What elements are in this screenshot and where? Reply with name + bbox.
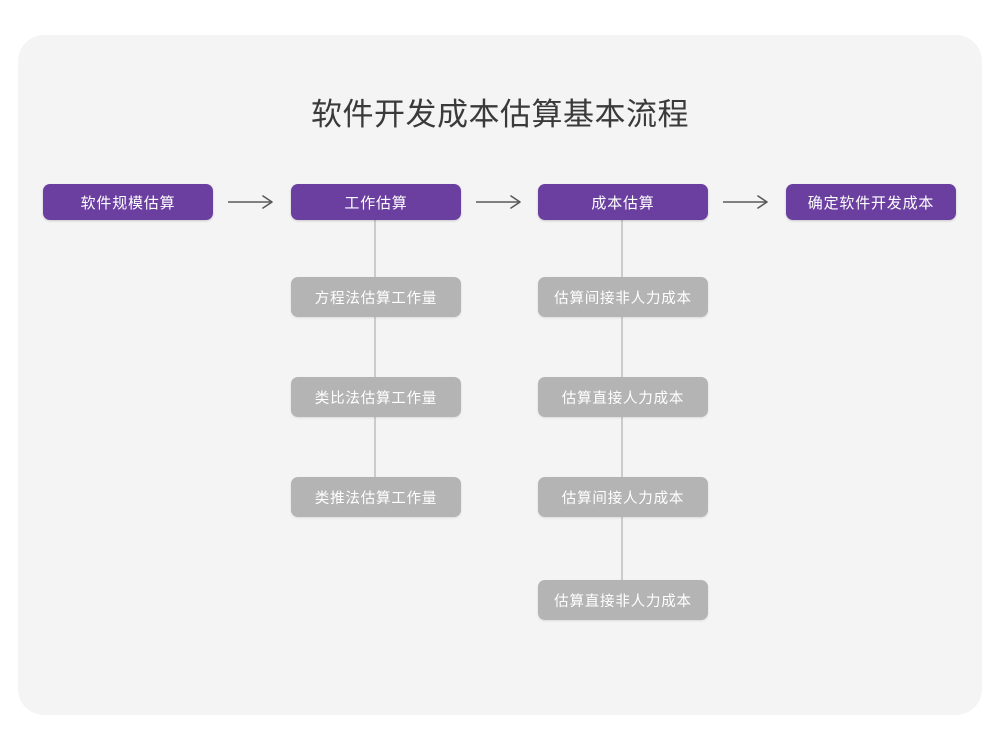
branch-1-item-2[interactable]: 类比法估算工作量 — [291, 377, 461, 417]
branch-1-item-1[interactable]: 方程法估算工作量 — [291, 277, 461, 317]
connector-line-1 — [374, 218, 376, 517]
flow-step-2[interactable]: 工作估算 — [291, 184, 461, 220]
arrow-right-icon-2 — [470, 187, 530, 217]
branch-2-item-3[interactable]: 估算间接人力成本 — [538, 477, 708, 517]
flow-step-1[interactable]: 软件规模估算 — [43, 184, 213, 220]
arrow-right-icon-3 — [717, 187, 777, 217]
flow-step-4[interactable]: 确定软件开发成本 — [786, 184, 956, 220]
diagram-card — [18, 35, 982, 715]
arrow-right-icon-1 — [222, 187, 282, 217]
page-title: 软件开发成本估算基本流程 — [311, 97, 689, 132]
branch-1-item-3[interactable]: 类推法估算工作量 — [291, 477, 461, 517]
branch-2-item-1[interactable]: 估算间接非人力成本 — [538, 277, 708, 317]
connector-line-2 — [621, 218, 623, 620]
flow-step-3[interactable]: 成本估算 — [538, 184, 708, 220]
branch-2-item-4[interactable]: 估算直接非人力成本 — [538, 580, 708, 620]
branch-2-item-2[interactable]: 估算直接人力成本 — [538, 377, 708, 417]
